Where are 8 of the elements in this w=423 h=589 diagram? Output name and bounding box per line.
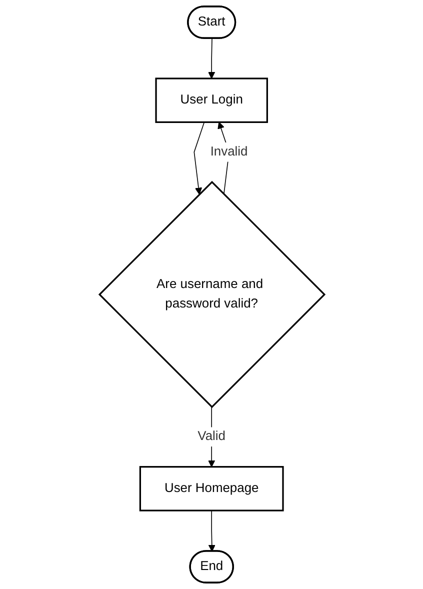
node-box: User Homepage [138, 466, 284, 512]
arrow [208, 510, 215, 552]
edge-label: Valid [197, 430, 226, 444]
arrow [208, 38, 215, 79]
arrow [193, 122, 204, 195]
node-diamond: Are username and password valid? [98, 180, 326, 408]
edge-label: Invalid [210, 144, 248, 159]
node-box: User Login [154, 78, 268, 123]
